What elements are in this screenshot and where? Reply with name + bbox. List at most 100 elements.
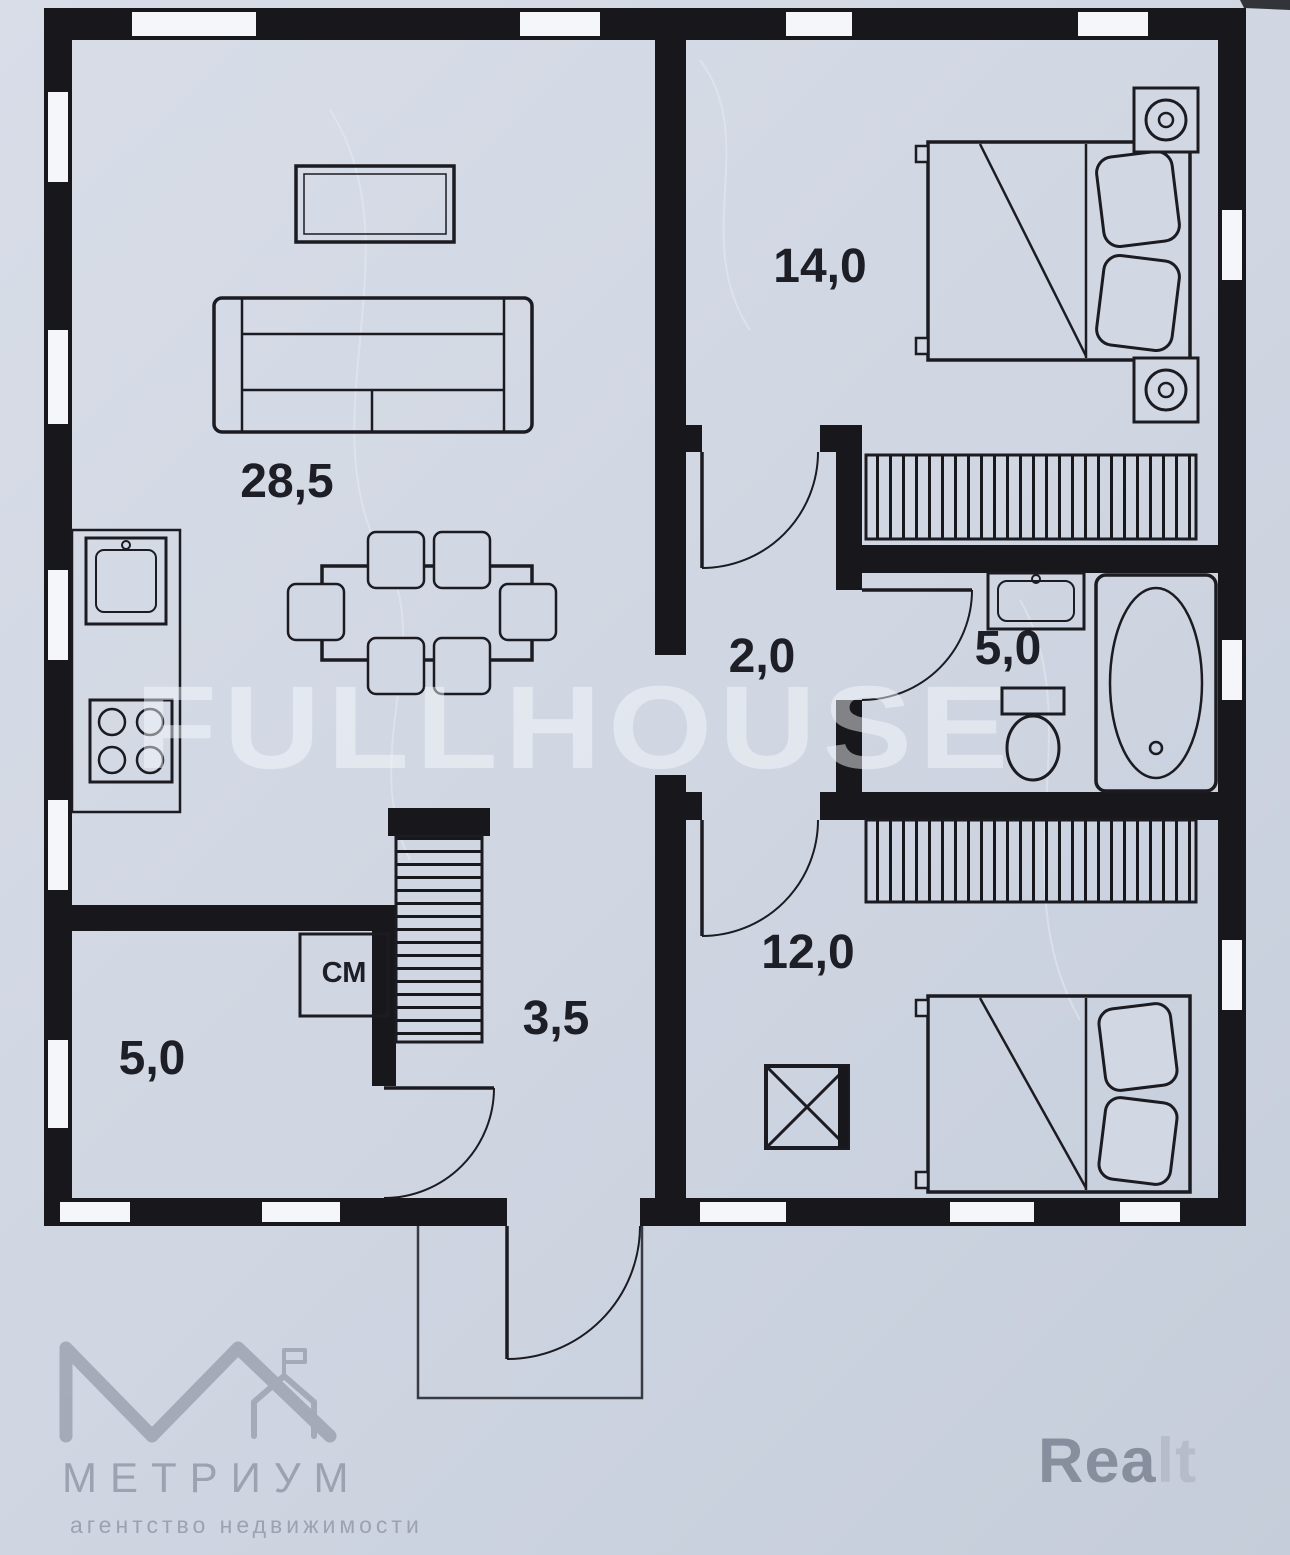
- window-gap: [60, 1202, 130, 1222]
- entrance-porch: [416, 1226, 644, 1400]
- kitchen-sink: [84, 536, 168, 626]
- bed-post: [914, 144, 930, 164]
- dining-chair: [286, 582, 346, 642]
- realt-watermark-light: lt: [1157, 1426, 1197, 1496]
- window-gap: [1222, 210, 1242, 280]
- panel-dial: [1144, 368, 1188, 412]
- vent-cross: [764, 1064, 850, 1150]
- panel-dial-center: [1157, 381, 1175, 399]
- door-swing-arc: [701, 819, 819, 937]
- sink-basin: [997, 580, 1075, 622]
- sink-outline: [986, 571, 1086, 631]
- stove-burner: [135, 745, 165, 775]
- bedroom-1-furniture: [914, 140, 1192, 362]
- label-bathroom-area: 5,0: [975, 622, 1042, 675]
- washing-machine: СМ: [298, 932, 390, 1018]
- door-bathroom: [861, 588, 973, 701]
- bedroom-2-furniture: [764, 994, 1192, 1194]
- pillow: [1095, 254, 1181, 352]
- metrium-logo-icon: [59, 1341, 337, 1443]
- window-gap: [1078, 12, 1148, 36]
- door-swing-arc: [506, 1225, 641, 1360]
- wall-segment: [836, 452, 862, 590]
- stove-burner: [135, 707, 165, 737]
- pillow: [1095, 150, 1181, 248]
- wall-segment: [820, 425, 862, 452]
- window-gap: [262, 1202, 340, 1222]
- wall-segment: [388, 808, 490, 836]
- window-gap: [1222, 940, 1242, 1010]
- room-labels: 28,5 14,0 2,0 5,0 12,0 3,5 5,0: [119, 240, 1042, 1085]
- wall-segment: [1218, 8, 1246, 1226]
- sink-faucet: [1031, 574, 1041, 584]
- bathtub-drain: [1148, 740, 1164, 756]
- dining-chair: [432, 636, 492, 696]
- tv-stand-inner: [303, 173, 447, 235]
- window-gap: [48, 570, 68, 660]
- window-gap: [48, 1040, 68, 1128]
- sofa-cushion-lines: [240, 298, 506, 432]
- window-gap: [1222, 640, 1242, 700]
- wall-segment: [72, 905, 396, 931]
- wardrobe-bedroom-1: [864, 453, 1198, 541]
- window-gap: [48, 330, 68, 424]
- blanket-fold: [978, 143, 1088, 357]
- sofa: [212, 296, 534, 434]
- toilet: [1000, 686, 1066, 782]
- dining-chair: [498, 582, 558, 642]
- dining-chair: [366, 530, 426, 590]
- tv-stand: [294, 164, 456, 244]
- wall-window-gaps: [48, 12, 1242, 1222]
- ventilation-icon: [764, 1064, 850, 1150]
- label-corridor-area: 3,5: [523, 992, 590, 1045]
- washing-machine-label: СМ: [322, 957, 367, 989]
- wall-segment: [836, 700, 862, 792]
- dining-set: [286, 530, 558, 696]
- label-storage-area: 5,0: [119, 1032, 186, 1085]
- crease-line: [699, 59, 751, 331]
- interior-walls: [72, 40, 1218, 1198]
- kitchen-counter: [70, 528, 182, 814]
- wall-segment: [655, 775, 686, 1198]
- bed-post: [914, 1170, 930, 1190]
- doors: [383, 451, 973, 1360]
- wardrobes: [394, 453, 1198, 1044]
- kitchen-faucet: [121, 540, 131, 550]
- panel-box: [1132, 86, 1200, 154]
- blanket-fold: [978, 997, 1088, 1189]
- window-gap: [700, 1202, 786, 1222]
- door-bedroom-2: [700, 819, 819, 937]
- pillow: [1097, 1002, 1179, 1092]
- door-swing-arc: [701, 451, 819, 569]
- door-swing-arc: [383, 1087, 495, 1199]
- wall-segment: [686, 792, 702, 820]
- label-bedroom-2-area: 12,0: [761, 926, 854, 979]
- kitchen-unit: [70, 528, 182, 814]
- fullhouse-watermark: FULLHOUSE: [135, 662, 1015, 794]
- metrium-watermark: МЕТРИУМ агентство недвижимости: [59, 1341, 419, 1538]
- stove: [88, 698, 174, 784]
- washing-machine-box: [298, 932, 390, 1018]
- bathtub-inner: [1108, 586, 1204, 780]
- wall-segment: [862, 545, 1218, 573]
- window-gap: [48, 800, 68, 890]
- bathtub-outline: [1094, 573, 1218, 793]
- label-living-area: 28,5: [240, 455, 333, 508]
- window-gap: [48, 92, 68, 182]
- door-entrance: [505, 1225, 641, 1360]
- living-room-furniture: [212, 164, 558, 696]
- pillow: [1097, 1096, 1179, 1186]
- bathtub: [1094, 573, 1218, 793]
- vent-edge: [838, 1066, 848, 1148]
- toilet-bowl: [1005, 714, 1061, 782]
- bathroom-sink: [986, 571, 1086, 631]
- electric-panel-icon: [1132, 86, 1200, 154]
- bed-2: [926, 994, 1192, 1194]
- electric-panels: [1132, 86, 1200, 424]
- door-swing-arc: [861, 589, 973, 701]
- logo-roofline: [59, 1341, 337, 1443]
- bed-1: [926, 140, 1192, 362]
- bed-post: [914, 998, 930, 1018]
